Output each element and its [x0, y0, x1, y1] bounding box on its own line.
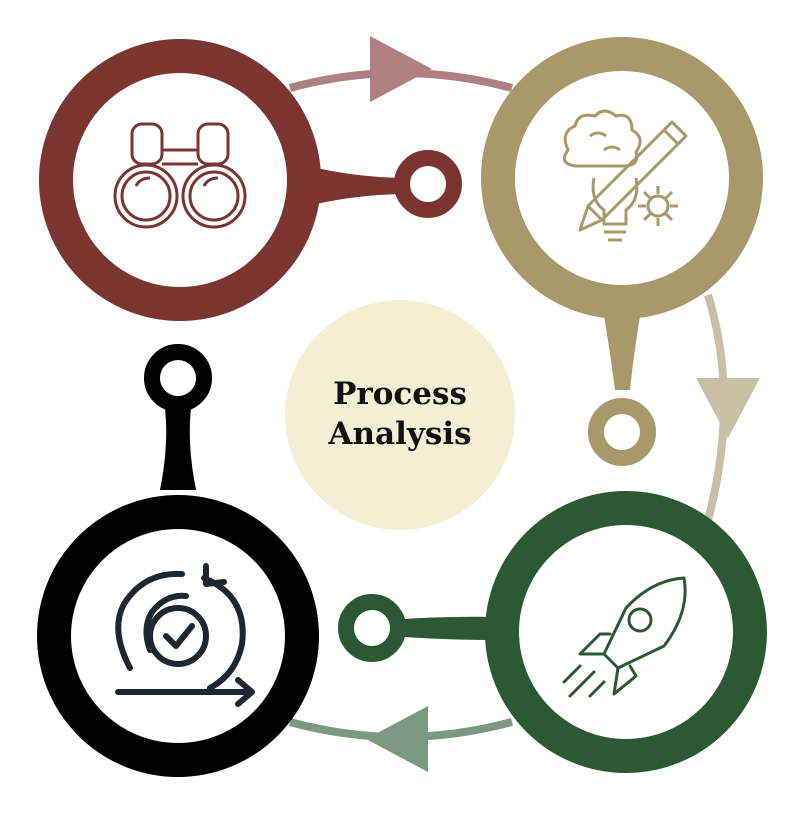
arrow-left-icon [366, 706, 428, 772]
center-title-line2: Analysis [328, 416, 472, 452]
binoculars-icon [113, 122, 247, 229]
stage-iterate [37, 344, 319, 777]
stage-discover-ring [39, 39, 321, 321]
rocket-icon [562, 576, 687, 698]
stage-discover-small-ring [394, 150, 462, 218]
stage-launch-ring [485, 491, 767, 773]
stage-ideate [481, 37, 763, 466]
stage-launch-small-ring [338, 594, 406, 662]
center-title: Process Analysis [285, 315, 515, 515]
arrow-right-icon [370, 36, 432, 102]
stage-discover-connector [312, 167, 408, 205]
stage-launch-connector [392, 616, 500, 640]
arrow-down-icon [696, 378, 760, 438]
stage-launch [338, 491, 767, 773]
brain-pencil-gear-icon [562, 109, 688, 242]
stage-iterate-connector [160, 400, 196, 490]
cycle-check-icon [115, 563, 255, 707]
center-circle [285, 300, 515, 530]
stage-ideate-connector [602, 305, 642, 390]
center-title-line1: Process [333, 376, 467, 413]
stage-ideate-small-ring [588, 398, 656, 466]
stage-ideate-ring [481, 37, 763, 319]
stage-iterate-small-ring [144, 344, 212, 412]
stage-iterate-ring [37, 495, 319, 777]
stage-discover [39, 39, 462, 321]
